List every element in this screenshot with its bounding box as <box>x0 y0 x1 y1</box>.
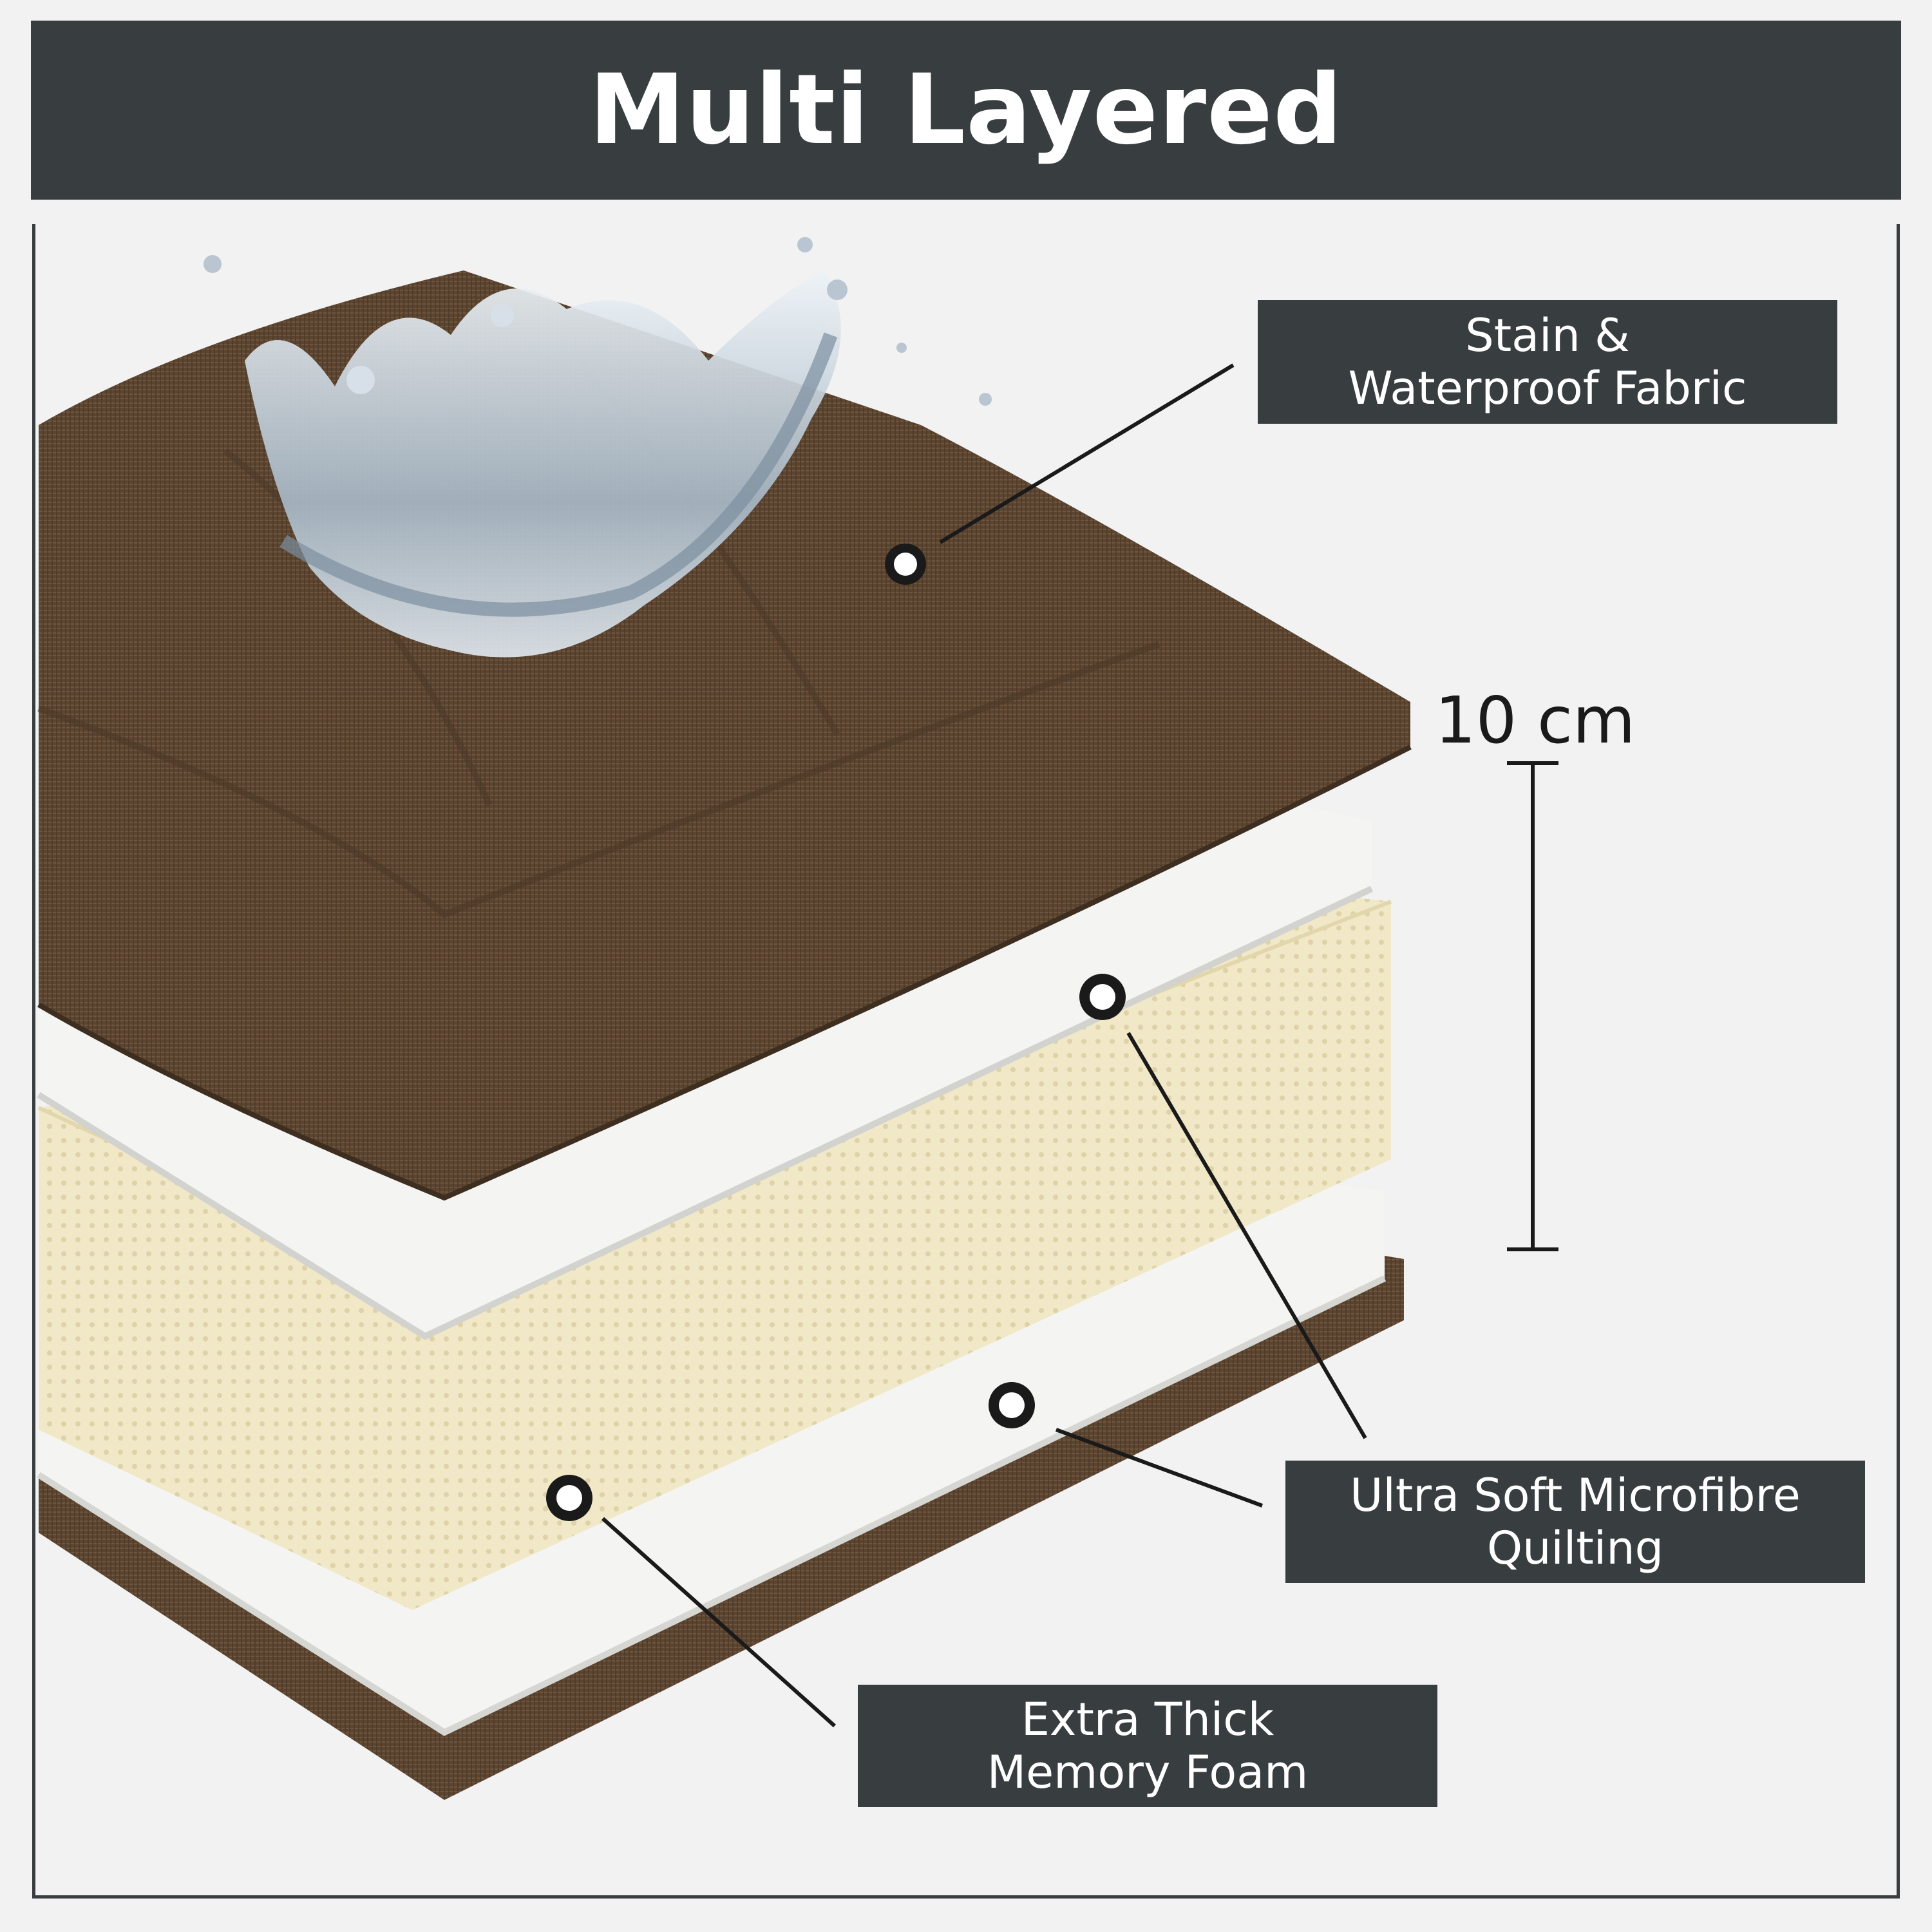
page-title: Multi Layered <box>589 54 1343 166</box>
leader-line-quilting-top <box>1126 1032 1367 1439</box>
label-quilting-line1: Ultra Soft Microfibre <box>1350 1469 1801 1522</box>
marker-dot-quilting-bottom <box>989 1382 1035 1428</box>
height-dimension-bracket <box>1507 761 1558 1251</box>
label-foam-line2: Memory Foam <box>987 1746 1309 1799</box>
water-splash-graphic <box>204 237 992 658</box>
marker-dot-quilting-top <box>1079 974 1126 1020</box>
label-fabric-line2: Waterproof Fabric <box>1348 362 1747 415</box>
label-fabric-line1: Stain & <box>1465 309 1630 362</box>
label-waterproof-fabric: Stain & Waterproof Fabric <box>1258 300 1837 424</box>
content-frame <box>32 224 1900 1899</box>
leader-line-fabric <box>939 363 1235 544</box>
label-foam-line1: Extra Thick <box>1021 1693 1274 1746</box>
height-dimension-label: 10 cm <box>1435 683 1636 758</box>
marker-dot-foam <box>546 1475 592 1521</box>
marker-dot-fabric <box>885 544 926 585</box>
label-memory-foam: Extra Thick Memory Foam <box>858 1685 1437 1807</box>
leader-line-foam <box>601 1517 837 1728</box>
title-banner: Multi Layered <box>31 21 1901 200</box>
leader-line-quilting-bottom <box>1055 1428 1264 1508</box>
label-microfibre-quilting: Ultra Soft Microfibre Quilting <box>1285 1461 1865 1583</box>
label-quilting-line2: Quilting <box>1486 1522 1664 1575</box>
